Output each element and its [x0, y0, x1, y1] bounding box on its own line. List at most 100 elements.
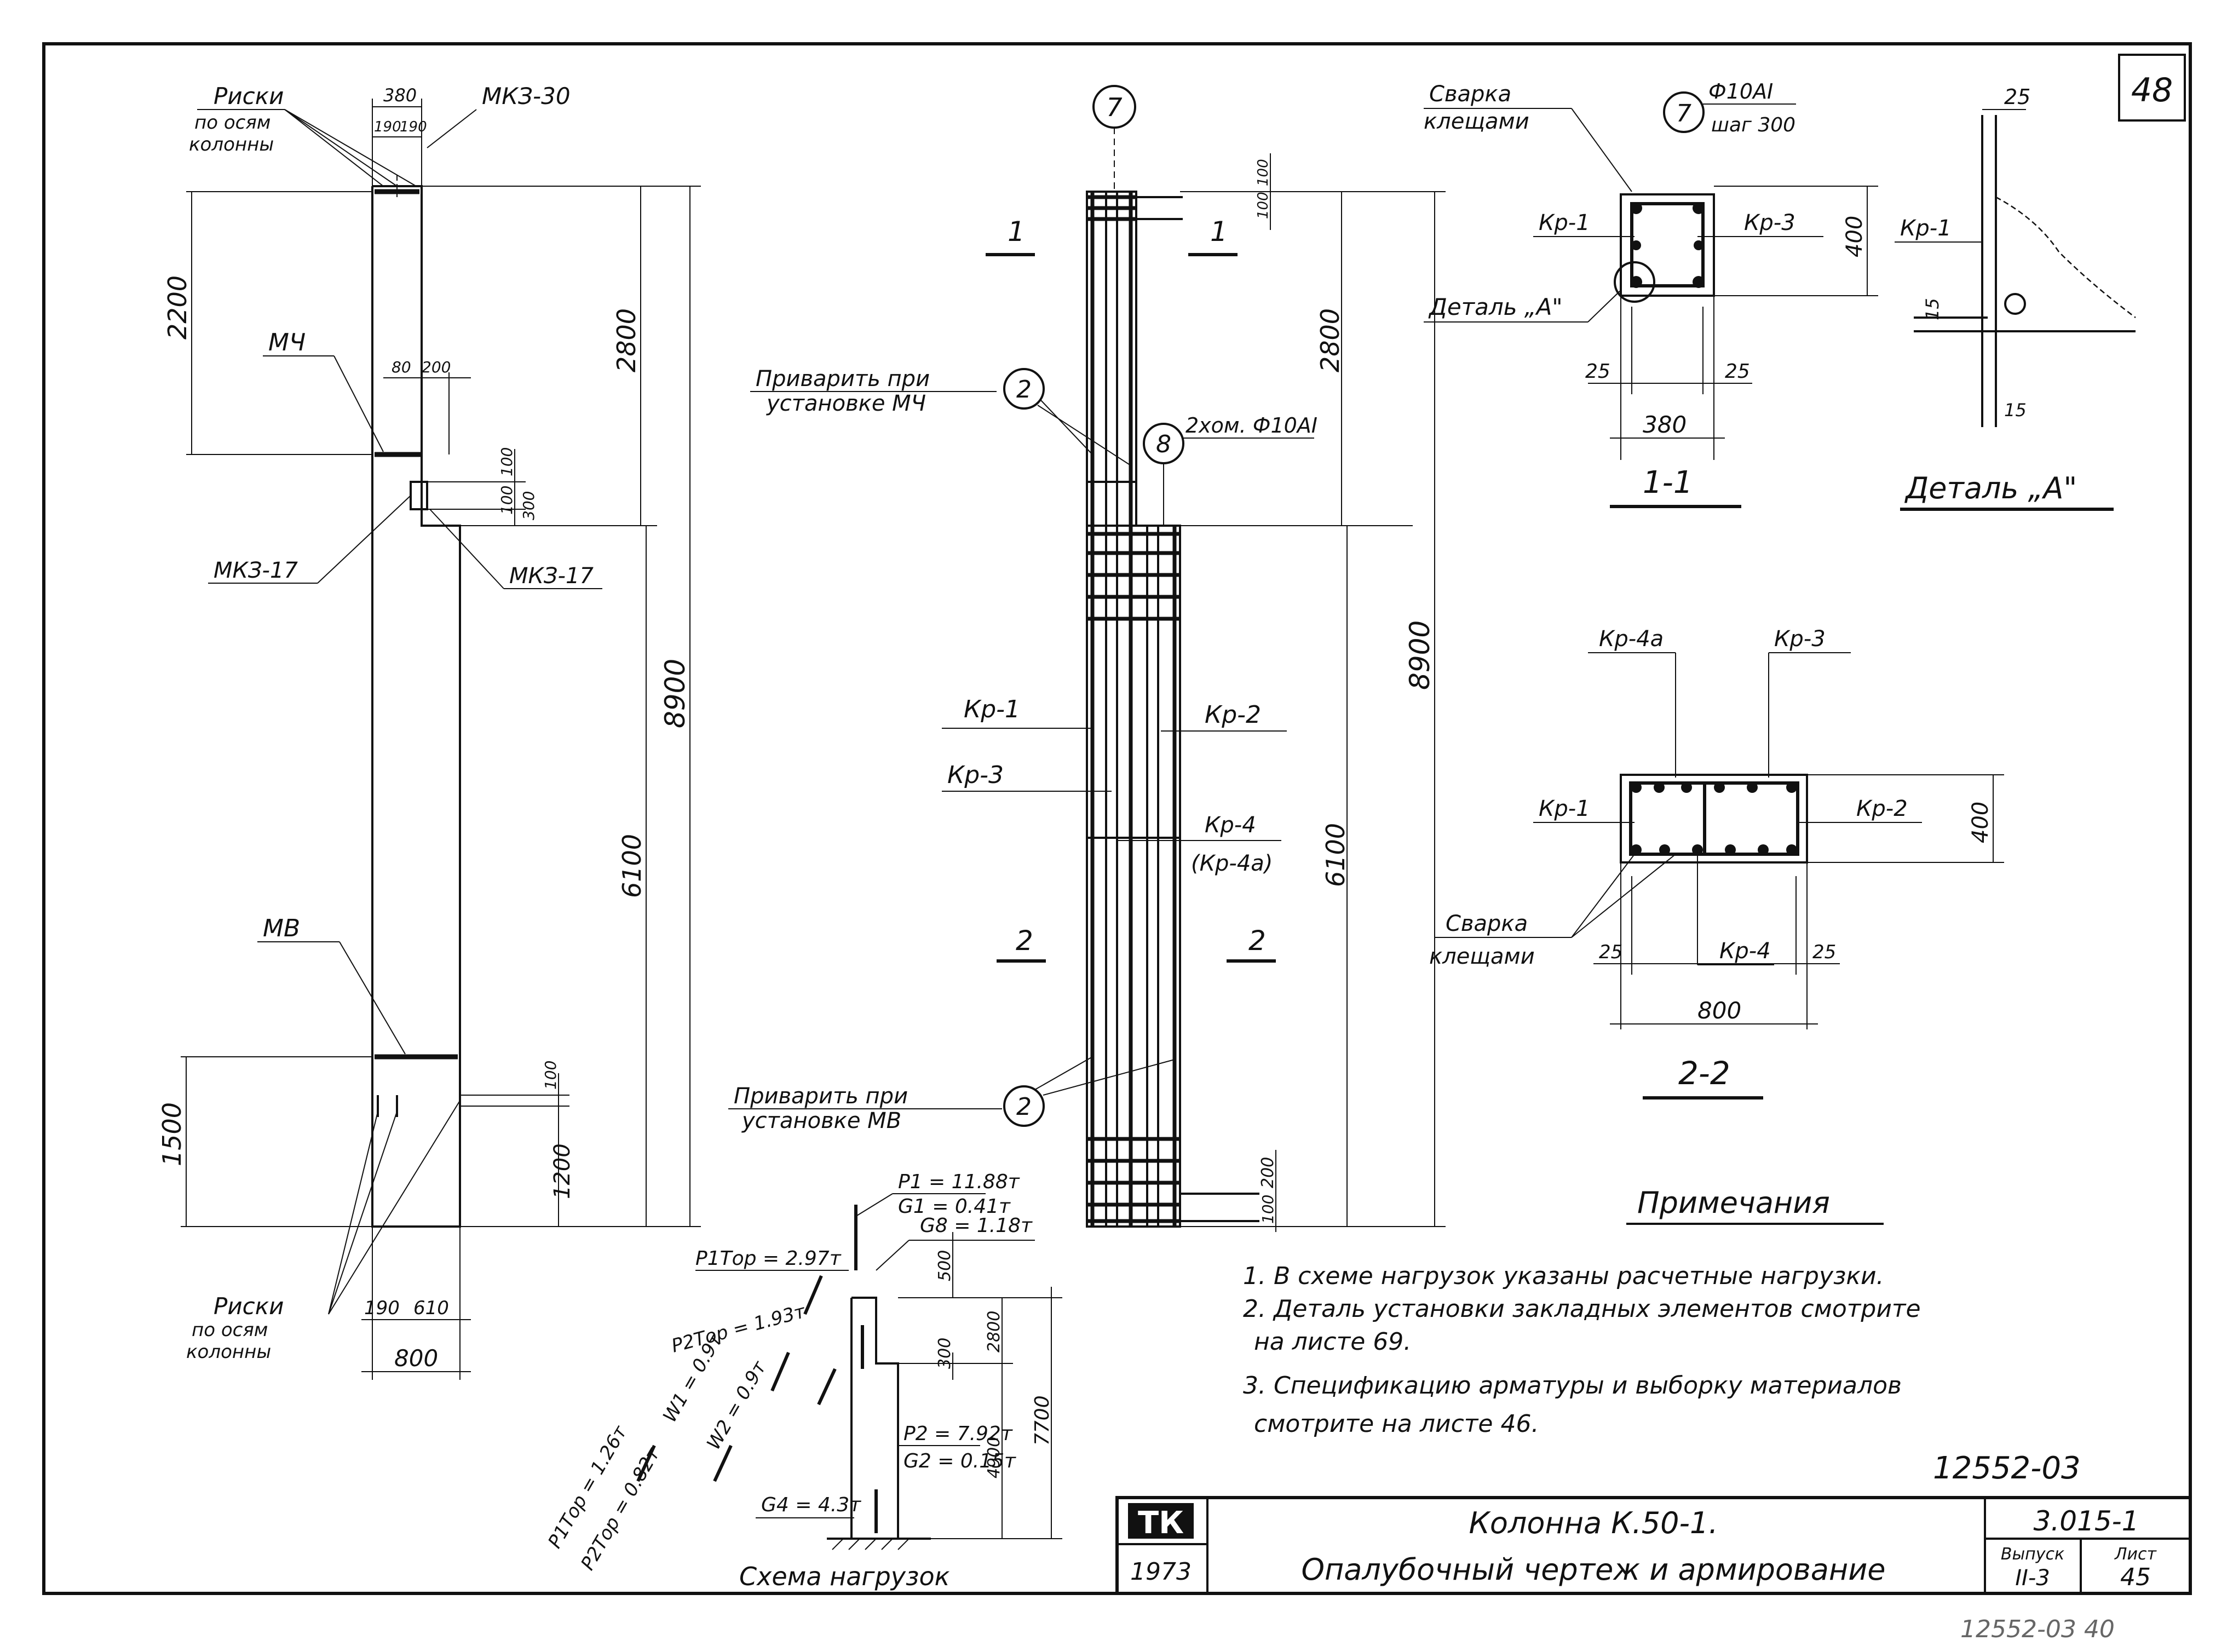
two-hom-label: 2хом. Ф10АI: [1185, 413, 1317, 438]
left-dim-1200: 1200: [550, 1143, 575, 1199]
ls-column-outline: [851, 1297, 899, 1539]
ls-dim-2800: 2800: [985, 1311, 1004, 1352]
riski-bottom-l3: колонны: [186, 1341, 271, 1363]
stamp-bottom: 12552-03 40: [1960, 1615, 2115, 1643]
mid-sec2-left: 2: [1016, 925, 1033, 957]
tb-vypusk-value: II-3: [2015, 1565, 2050, 1591]
left-dim-380: 380: [383, 85, 417, 106]
s1-kr1: Кр-1: [1539, 210, 1590, 235]
left-dim-100b: 100: [498, 486, 516, 515]
riski-top-leader-a: [284, 109, 384, 187]
da-kr1: Кр-1: [1900, 216, 1952, 241]
s2-svarka-l1: Сварка: [1446, 911, 1528, 936]
ls-p2: P2 = 7.92т: [903, 1423, 1013, 1445]
notes-heading: Примечания: [1637, 1185, 1830, 1220]
mid-elevation: 7 1: [728, 85, 1446, 1232]
s1-stirrup: [1630, 202, 1705, 287]
weld-mch-l2: установке МЧ: [766, 391, 926, 416]
ls-dim-300: 300: [935, 1338, 954, 1369]
weld-mch-l1: Приварить при: [756, 366, 930, 392]
ls-w2: W2 = 0.9т: [703, 1357, 771, 1453]
left-dim-610: 610: [413, 1297, 449, 1319]
left-dim-190c: 190: [364, 1297, 400, 1319]
tk-logo: ТК: [1138, 1505, 1184, 1541]
tb-list-label: Лист: [2114, 1545, 2157, 1564]
mid-kr4: Кр-4: [1205, 813, 1256, 838]
mch-label: МЧ: [268, 329, 306, 356]
left-dim-800: 800: [394, 1345, 438, 1372]
ls-dim-7700: 7700: [1031, 1395, 1054, 1446]
mid-sec2-right: 2: [1248, 925, 1266, 957]
note-3b: смотрите на листе 46.: [1254, 1410, 1539, 1438]
left-dim-2200: 2200: [163, 275, 192, 339]
mid-kr4a: (Кр-4а): [1191, 851, 1273, 876]
riski-bottom-l2: по осям: [192, 1319, 268, 1341]
left-dim-200: 200: [422, 358, 451, 376]
s2-stirrup-right: [1703, 781, 1799, 856]
weld-mv-l2: установке МВ: [741, 1108, 901, 1133]
s1-dim-25b: 25: [1725, 360, 1750, 383]
weld-mv-l1: Приварить при: [734, 1084, 908, 1109]
s2-dim-400: 400: [1968, 802, 1993, 843]
mid-dim-8900: 8900: [1404, 620, 1436, 690]
note-2b: на листе 69.: [1254, 1328, 1411, 1356]
riski-top-l2: по осям: [194, 112, 271, 134]
s2-svarka-l2: клещами: [1429, 944, 1535, 969]
s2-dim-25b: 25: [1812, 941, 1836, 963]
ls-p1-tor: P1Tор = 2.97т: [695, 1247, 842, 1270]
ls-p1: P1 = 11.88т: [898, 1171, 1020, 1193]
mid-sec1-right: 1: [1210, 216, 1228, 247]
left-dim-300: 300: [520, 491, 538, 520]
mv-label: МВ: [263, 914, 300, 942]
mkz30-label: МКЗ-30: [482, 83, 571, 110]
riski-top-leader-b: [284, 109, 398, 187]
tb-vypusk-label: Выпуск: [2001, 1545, 2064, 1564]
riski-top-leader-c: [284, 109, 417, 187]
da-dim-25: 25: [2004, 85, 2030, 109]
left-dim-100c: 100: [542, 1061, 560, 1090]
s1-title: 1-1: [1643, 465, 1693, 500]
s2-kr4: Кр-4: [1719, 939, 1771, 964]
ls-title: Схема нагрузок: [739, 1562, 950, 1591]
note-2: 2. Деталь установки закладных элементов …: [1243, 1295, 1921, 1323]
title-block-frame: [1115, 1496, 2192, 1595]
sheet-number: 48: [2131, 71, 2173, 110]
circle-2-upper: [1003, 368, 1045, 410]
ls-g1: G1 = 0.41т: [898, 1195, 1011, 1218]
mid-dim-6100: 6100: [1321, 823, 1350, 887]
riski-top-l3: колонны: [189, 134, 274, 156]
left-dim-6100: 6100: [617, 834, 647, 898]
mid-kr2: Кр-2: [1205, 701, 1261, 729]
mid-dim-100b: 100: [1255, 192, 1271, 219]
left-dim-100a: 100: [498, 447, 516, 476]
ls-dim-500: 500: [935, 1250, 954, 1281]
s2-kr4a: Кр-4а: [1599, 626, 1664, 652]
circle-2-upper-label: 2: [1016, 376, 1032, 404]
s1-svarka-l1: Сварка: [1429, 82, 1511, 107]
s1-axis-7: [1663, 91, 1705, 133]
left-dim-190a: 190: [374, 119, 401, 135]
lower-cage: [1086, 525, 1181, 1228]
circle-2-lower-label: 2: [1016, 1093, 1032, 1121]
axis-7-label: 7: [1106, 93, 1122, 122]
mid-kr1: Кр-1: [964, 695, 1020, 723]
s1-dim-400: 400: [1842, 216, 1867, 257]
title-block: 12552-03 ТК 1973 Колонна К.50-1. Опалубо…: [1115, 1450, 2192, 1643]
mid-sec1-left: 1: [1008, 216, 1025, 247]
left-elevation: Риски по осям колонны МКЗ-30 380 190 190…: [157, 83, 701, 1380]
section-2-2: Кр-4а Кр-3 Кр-1 Кр-2 400 Сварка клещами: [1429, 626, 2004, 1100]
load-scheme: P1 = 11.88т G1 = 0.41т P1Tор = 2.97т G8 …: [544, 1171, 1062, 1595]
left-dim-2800: 2800: [612, 308, 641, 372]
s2-kr1: Кр-1: [1539, 796, 1590, 821]
section-1-1: Сварка клещами 7 Ф10АI шаг 300 Кр-1 Кр-3…: [1424, 79, 1878, 508]
left-dim-190b: 190: [400, 119, 427, 135]
s1-svarka-l2: клещами: [1424, 109, 1529, 134]
s2-dim-25a: 25: [1599, 941, 1622, 963]
da-dim-15a: 15: [1922, 298, 1943, 320]
ls-g8: G8 = 1.18т: [920, 1214, 1033, 1237]
tb-list-value: 45: [2120, 1563, 2151, 1591]
s1-shag: шаг 300: [1711, 114, 1795, 136]
s1-detail-a-circle: [1614, 261, 1655, 303]
da-dim-15b: 15: [2004, 400, 2027, 421]
